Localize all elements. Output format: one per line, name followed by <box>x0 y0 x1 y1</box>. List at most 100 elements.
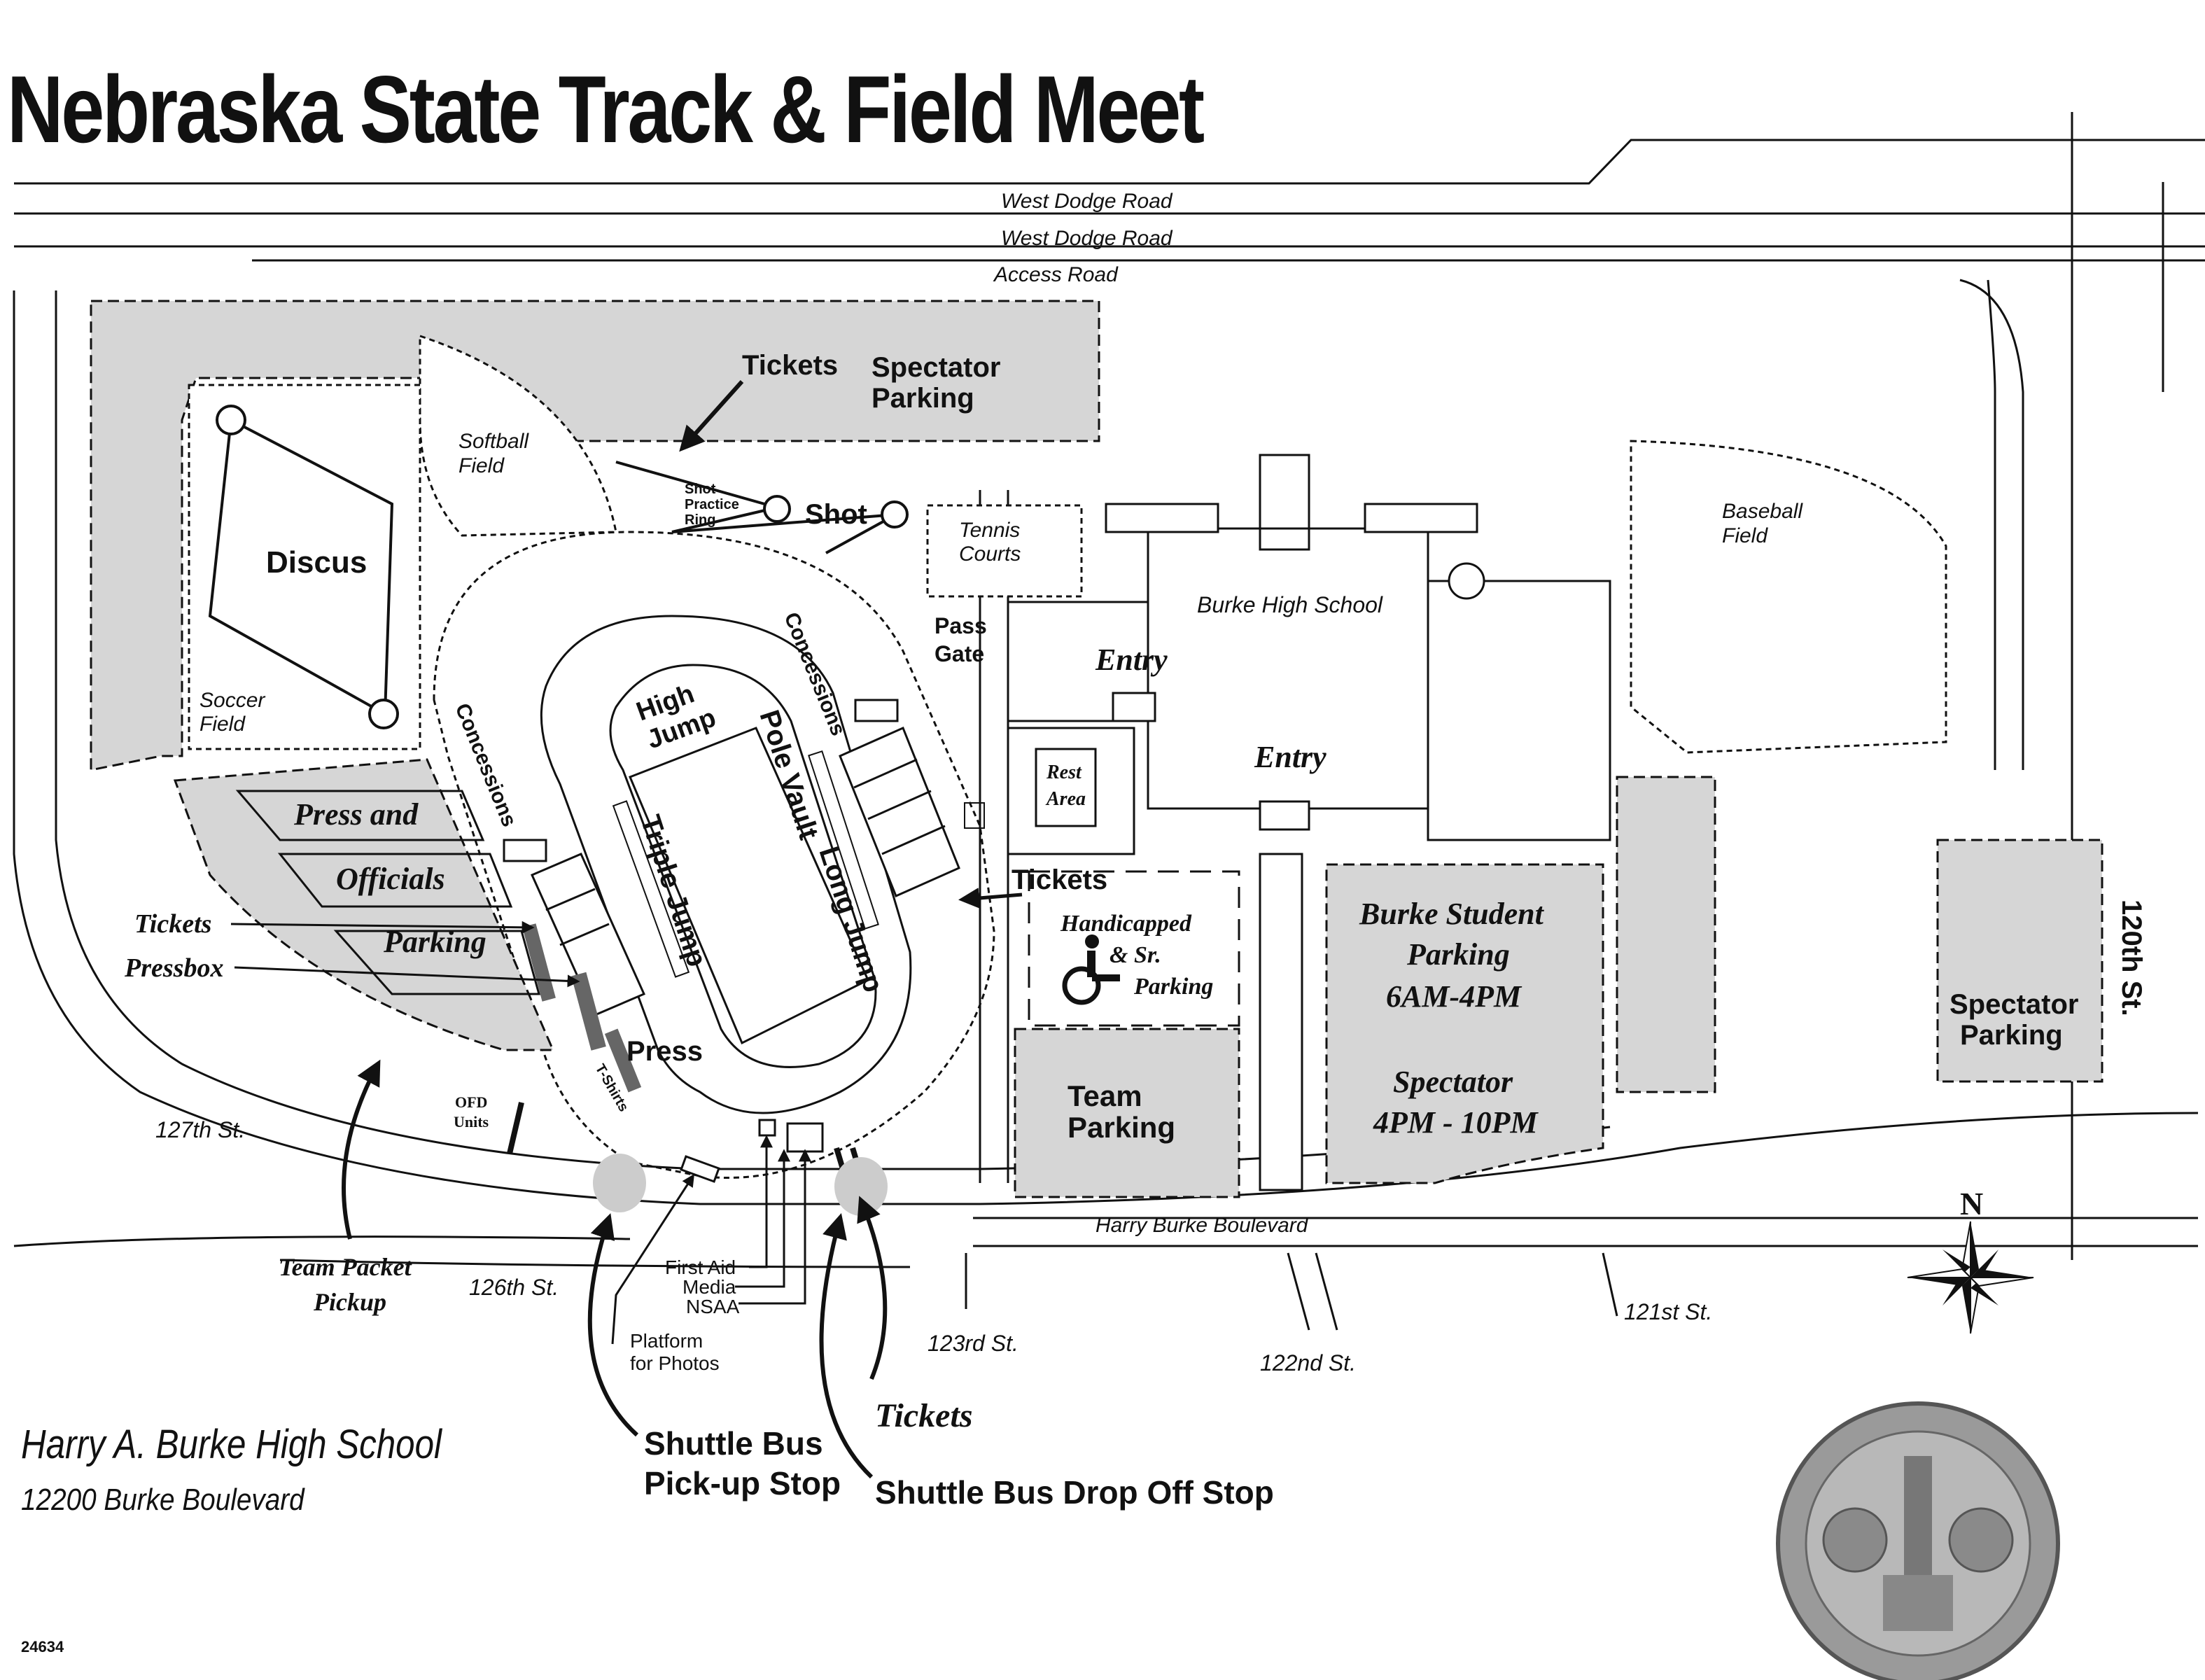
shuttle-dropoff-label: Shuttle Bus Drop Off Stop <box>875 1474 1274 1511</box>
spectator-parking-top-label-1: Spectator <box>872 352 1001 383</box>
campus-roads <box>13 279 2199 1331</box>
discus-label: Discus <box>266 545 367 580</box>
softball-label-2: Field <box>458 454 505 477</box>
burke-student-parking-east <box>1616 776 1716 1093</box>
shuttle-pickup-arrow <box>587 1213 639 1437</box>
team-packet-arrow <box>342 1059 381 1240</box>
shot-label: Shot <box>805 499 867 530</box>
access-road-label: Access Road <box>993 263 1119 286</box>
pressbox-arrow <box>234 966 580 988</box>
tickets-bottom-label: Tickets <box>875 1397 973 1434</box>
school-name: Harry A. Burke High School <box>21 1422 442 1467</box>
concessions-left-label: Concessions <box>451 700 522 830</box>
platform-bldg <box>680 1155 720 1183</box>
east-stands <box>839 699 960 898</box>
compass-rose <box>1907 1221 2034 1334</box>
121st-st-label: 121st St. <box>1624 1299 1712 1324</box>
press-label: Press <box>626 1036 703 1067</box>
entry-label-1: Entry <box>1095 643 1168 677</box>
platform-label-1: Platform <box>630 1330 703 1352</box>
infield <box>629 727 869 1045</box>
spectator-parking-right <box>1936 839 2104 1083</box>
soccer-label-1: Soccer <box>200 689 265 712</box>
team-parking-label-2: Parking <box>1068 1111 1175 1144</box>
shuttle-dropoff-arrow <box>819 1213 874 1479</box>
west-dodge-road-lines <box>14 112 2205 1260</box>
126th-st-label: 126th St. <box>469 1275 559 1300</box>
127th-st-label: 127th St. <box>155 1117 245 1142</box>
soccer-label-2: Field <box>200 713 246 736</box>
first-aid-bldg <box>758 1119 776 1137</box>
tickets-top-arrow <box>679 379 744 452</box>
burke-student-label-4: Spectator <box>1393 1065 1513 1099</box>
baseball-label-1: Baseball <box>1722 500 1803 523</box>
tennis-courts <box>926 504 1083 598</box>
pass-gate-label-2: Gate <box>934 641 984 666</box>
triple-jump-runway <box>612 800 690 978</box>
baseball-field <box>1630 440 1947 754</box>
softball-field <box>419 334 617 537</box>
burke-student-label-5: 4PM - 10PM <box>1373 1105 1539 1140</box>
pressbox-block <box>571 972 606 1051</box>
west-dodge-road-label-2: West Dodge Road <box>1001 227 1173 250</box>
shot-practice-label-2: Practice <box>685 497 739 512</box>
long-jump-runway <box>808 750 879 930</box>
softball-label-1: Softball <box>458 430 529 453</box>
shot-practice-label-3: Ring <box>685 512 715 528</box>
120th-st-label: 120th St. <box>2116 899 2147 1016</box>
team-packet-label-2: Pickup <box>313 1288 386 1316</box>
shuttle-pickup-label-2: Pick-up Stop <box>644 1465 841 1502</box>
tennis-label-1: Tennis <box>959 519 1020 542</box>
compass-north-label: N <box>1960 1186 1983 1222</box>
ofd-units-label-2: Units <box>454 1113 489 1130</box>
122nd-st-label: 122nd St. <box>1260 1350 1356 1376</box>
ofd-units-bar <box>507 1102 524 1154</box>
school-address: 12200 Burke Boulevard <box>21 1483 304 1517</box>
ofd-units-label-1: OFD <box>455 1093 487 1111</box>
press-officials-label-2: Officials <box>336 862 445 896</box>
press-officials-label-3: Parking <box>383 925 486 959</box>
handicapped-parking <box>1028 870 1240 1027</box>
stadium-fence <box>433 531 995 1179</box>
spectator-parking-top-label-2: Parking <box>872 383 974 414</box>
tickets-left-label: Tickets <box>134 909 211 939</box>
west-dodge-road-label-1: West Dodge Road <box>1001 190 1173 213</box>
team-parking <box>1014 1028 1240 1198</box>
nsaa-seal <box>1776 1401 2060 1680</box>
baseball-label-2: Field <box>1722 524 1768 547</box>
team-packet-label-1: Team Packet <box>279 1253 412 1281</box>
pressbox-label: Pressbox <box>124 953 223 983</box>
tickets-mid-arrow <box>958 888 1023 909</box>
tickets-booth-left <box>522 923 556 1002</box>
press-officials-label-1: Press and <box>293 797 419 832</box>
tickets-top-label: Tickets <box>742 350 838 381</box>
media-bldg <box>786 1122 824 1153</box>
tickets-mid-label: Tickets <box>1011 864 1107 895</box>
burke-student-label-1: Burke Student <box>1359 897 1545 931</box>
rest-area-label-1: Rest <box>1046 762 1082 783</box>
rest-area <box>1035 748 1097 827</box>
platform-label-2: for Photos <box>630 1352 720 1374</box>
burke-student-parking <box>1325 863 1604 1184</box>
spectator-parking-right-label-1: Spectator <box>1949 989 2079 1020</box>
shot-ring <box>881 500 909 528</box>
document-code: 24634 <box>21 1638 64 1656</box>
center-parking-column <box>1259 853 1303 1191</box>
map-title: Nebraska State Track & Field Meet <box>7 56 1205 162</box>
discus-ring-top <box>216 405 246 435</box>
tickets-bottom-arrow <box>857 1196 888 1380</box>
platform-marker <box>593 1154 646 1212</box>
pass-gate-label-1: Pass <box>934 613 987 638</box>
123rd-st-label: 123rd St. <box>927 1331 1018 1356</box>
team-parking-label-1: Team <box>1068 1079 1142 1112</box>
handicapped-label-1: Handicapped <box>1060 911 1192 937</box>
stadium-callout-lines <box>611 1135 811 1345</box>
west-stands <box>503 839 645 1016</box>
harry-burke-blvd-label: Harry Burke Boulevard <box>1096 1214 1309 1237</box>
handicapped-label-2: & Sr. <box>1110 942 1161 968</box>
tennis-label-2: Courts <box>959 542 1021 566</box>
tickets-left-arrow <box>230 920 535 934</box>
handicapped-label-3: Parking <box>1133 974 1213 1000</box>
accessible-icon-small <box>964 802 985 829</box>
